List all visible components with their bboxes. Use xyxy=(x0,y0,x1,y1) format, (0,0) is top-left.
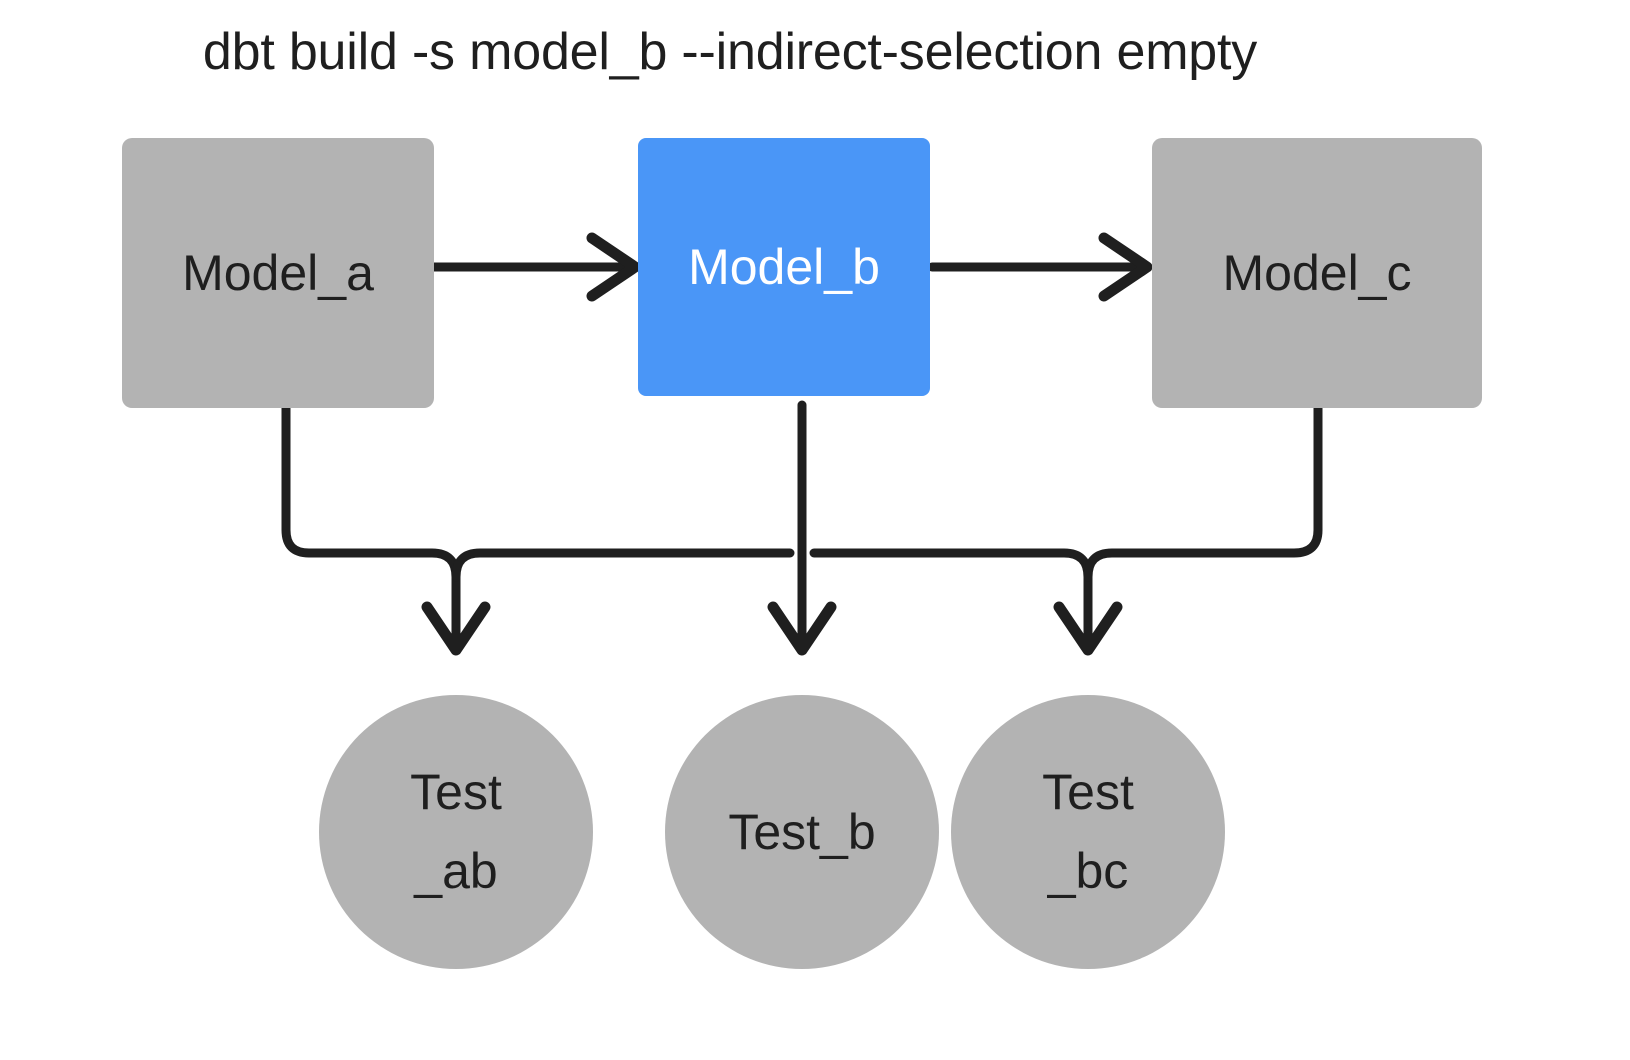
edge-model-b-to-test-ab xyxy=(451,548,795,582)
arrowhead-into-test-b xyxy=(767,601,837,656)
edge-model-b-to-test-bc xyxy=(809,548,1093,653)
diagram-title: dbt build -s model_b --indirect-selectio… xyxy=(202,23,1258,81)
arrowhead-into-test-ab xyxy=(421,601,491,656)
arrowhead-into-model-c xyxy=(1098,232,1153,302)
node-model-b[interactable] xyxy=(638,138,930,396)
node-model-a[interactable] xyxy=(122,138,434,408)
arrowhead-into-model-b xyxy=(586,232,641,302)
node-test-b[interactable] xyxy=(665,695,939,969)
node-model-c[interactable] xyxy=(1152,138,1482,408)
arrowhead-into-test-bc xyxy=(1053,601,1123,656)
edge-model-c-to-test-bc xyxy=(1083,400,1323,582)
node-test-ab[interactable] xyxy=(319,695,593,969)
node-test-bc[interactable] xyxy=(951,695,1225,969)
